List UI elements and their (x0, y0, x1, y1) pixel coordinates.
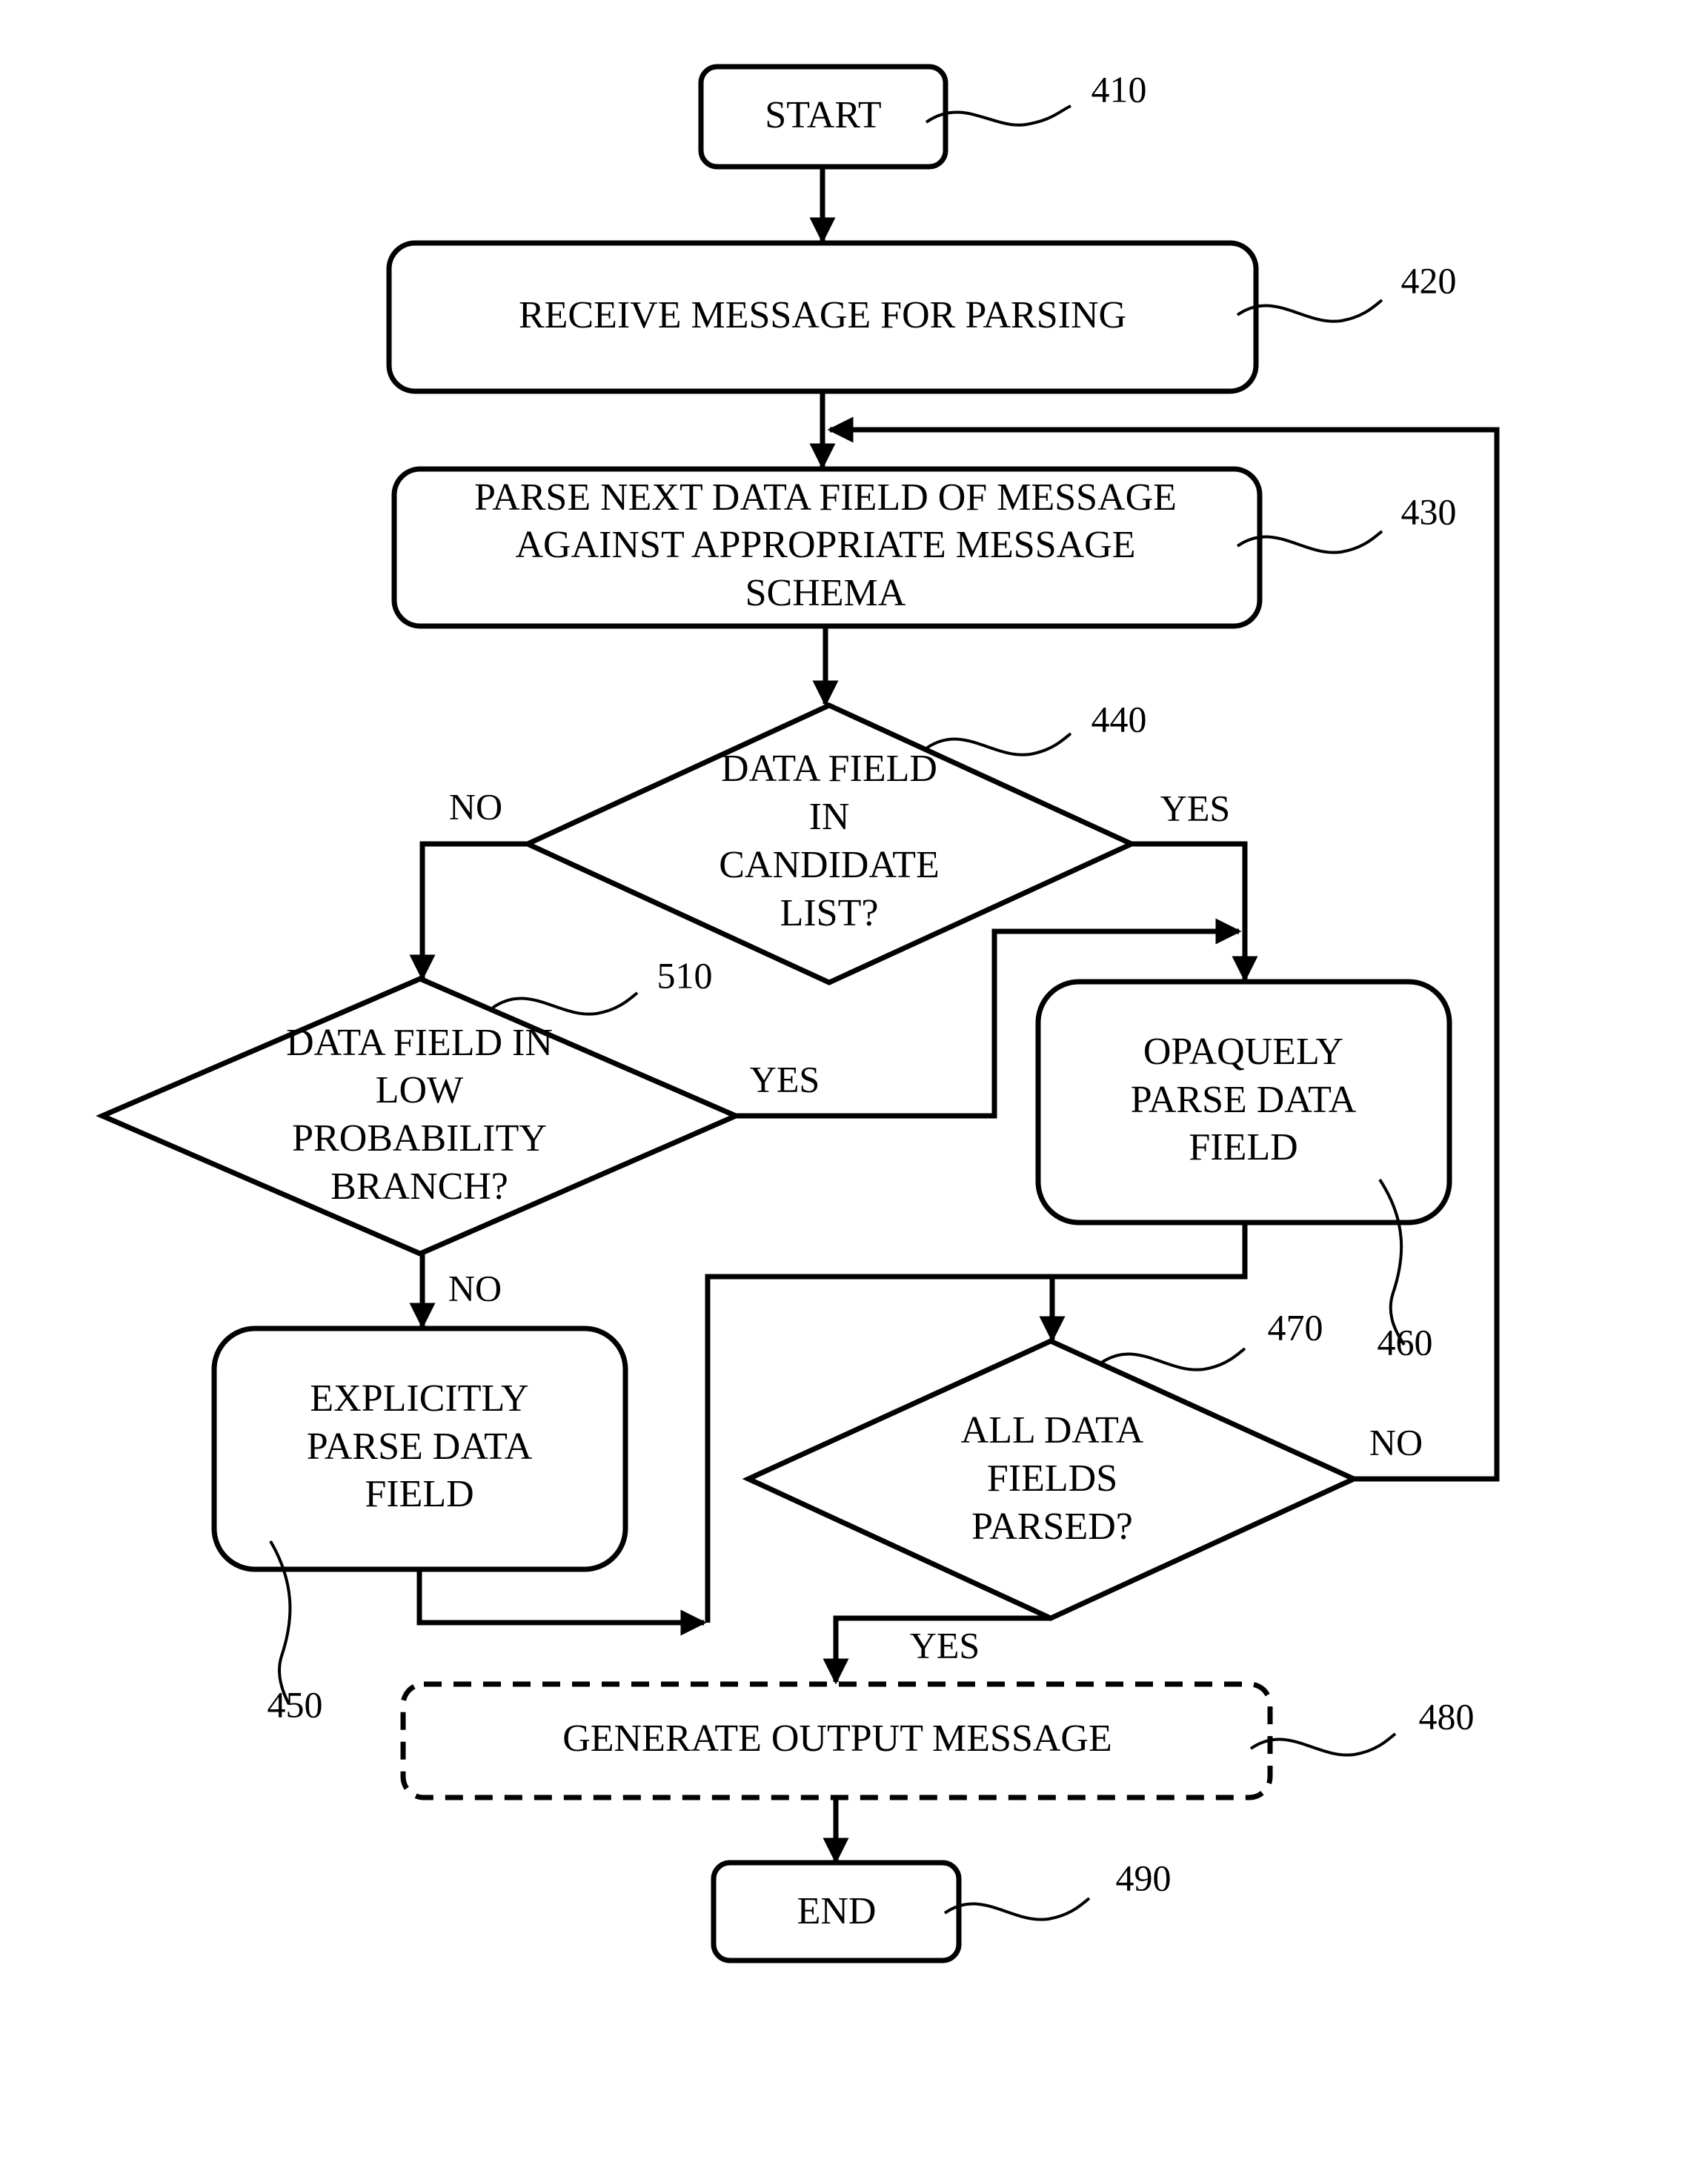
node-parse-next-label-2: AGAINST APPROPRIATE MESSAGE (516, 524, 1136, 566)
decision-candidate-label-1: DATA FIELD (721, 748, 937, 790)
edge-label-low-prob-yes: YES (750, 1058, 820, 1100)
node-end: END (714, 1863, 959, 1961)
leader-490 (945, 1898, 1089, 1920)
node-explicit-label-1: EXPLICITLY (310, 1377, 528, 1420)
node-opaque-label-3: FIELD (1189, 1126, 1297, 1168)
decision-all-fields-parsed: ALL DATA FIELDS PARSED? (748, 1341, 1354, 1618)
ref-460: 460 (1378, 1321, 1433, 1363)
ref-410: 410 (1091, 68, 1147, 110)
decision-low-prob-label-1: DATA FIELD IN (286, 1022, 553, 1064)
decision-low-prob-label-4: BRANCH? (330, 1165, 508, 1208)
node-parse-next-label-3: SCHEMA (745, 572, 906, 614)
node-explicitly-parse: EXPLICITLY PARSE DATA FIELD (214, 1328, 625, 1569)
decision-all-parsed-label-2: FIELDS (987, 1457, 1117, 1500)
node-opaque-label-2: PARSE DATA (1131, 1079, 1357, 1121)
node-output-label: GENERATE OUTPUT MESSAGE (562, 1717, 1112, 1760)
edge-label-all-parsed-yes: YES (910, 1624, 980, 1666)
node-receive-label: RECEIVE MESSAGE FOR PARSING (519, 294, 1126, 336)
decision-low-prob-label-2: LOW (376, 1069, 463, 1111)
edge-label-candidate-yes: YES (1160, 787, 1230, 828)
arrow-candidate-yes-to-opaque (1132, 844, 1245, 980)
leader-420 (1237, 300, 1382, 322)
decision-all-parsed-label-1: ALL DATA (961, 1409, 1144, 1451)
leader-470 (1100, 1348, 1245, 1370)
node-opaque-label-1: OPAQUELY (1143, 1031, 1343, 1073)
ref-440: 440 (1091, 698, 1147, 739)
node-opaquely-parse: OPAQUELY PARSE DATA FIELD (1038, 982, 1449, 1223)
edge-label-low-prob-no: NO (448, 1267, 502, 1308)
decision-low-probability: DATA FIELD IN LOW PROBABILITY BRANCH? (102, 979, 736, 1254)
node-generate-output: GENERATE OUTPUT MESSAGE (403, 1684, 1270, 1797)
node-end-label: END (797, 1890, 877, 1932)
leader-510 (493, 993, 637, 1014)
ref-480: 480 (1419, 1695, 1475, 1737)
decision-low-prob-label-3: PROBABILITY (292, 1117, 547, 1160)
node-start-label: START (765, 94, 881, 136)
leader-440 (926, 734, 1071, 755)
node-start: START (701, 67, 946, 167)
edge-label-candidate-no: NO (449, 785, 502, 827)
ref-450: 450 (268, 1683, 323, 1725)
decision-candidate-label-2: IN (809, 796, 850, 838)
ref-510: 510 (657, 954, 713, 996)
node-receive-message: RECEIVE MESSAGE FOR PARSING (389, 243, 1256, 391)
arrow-opaque-to-all-parsed (1052, 1223, 1245, 1340)
decision-candidate-label-3: CANDIDATE (719, 844, 940, 886)
node-explicit-label-2: PARSE DATA (307, 1426, 533, 1468)
node-parse-next-field: PARSE NEXT DATA FIELD OF MESSAGE AGAINST… (394, 469, 1260, 626)
ref-430: 430 (1401, 490, 1457, 532)
decision-all-parsed-label-3: PARSED? (971, 1506, 1133, 1548)
edge-label-all-parsed-no: NO (1369, 1421, 1423, 1463)
node-parse-next-label-1: PARSE NEXT DATA FIELD OF MESSAGE (474, 476, 1177, 519)
ref-420: 420 (1401, 259, 1457, 301)
arrow-candidate-no-to-low-prob (422, 844, 528, 978)
decision-candidate-label-4: LIST? (780, 892, 879, 934)
ref-470: 470 (1268, 1306, 1323, 1348)
decision-candidate-list: DATA FIELD IN CANDIDATE LIST? (528, 705, 1132, 982)
ref-490: 490 (1116, 1857, 1172, 1898)
node-explicit-label-3: FIELD (365, 1473, 473, 1515)
arrow-explicit-to-merge (419, 1569, 704, 1623)
